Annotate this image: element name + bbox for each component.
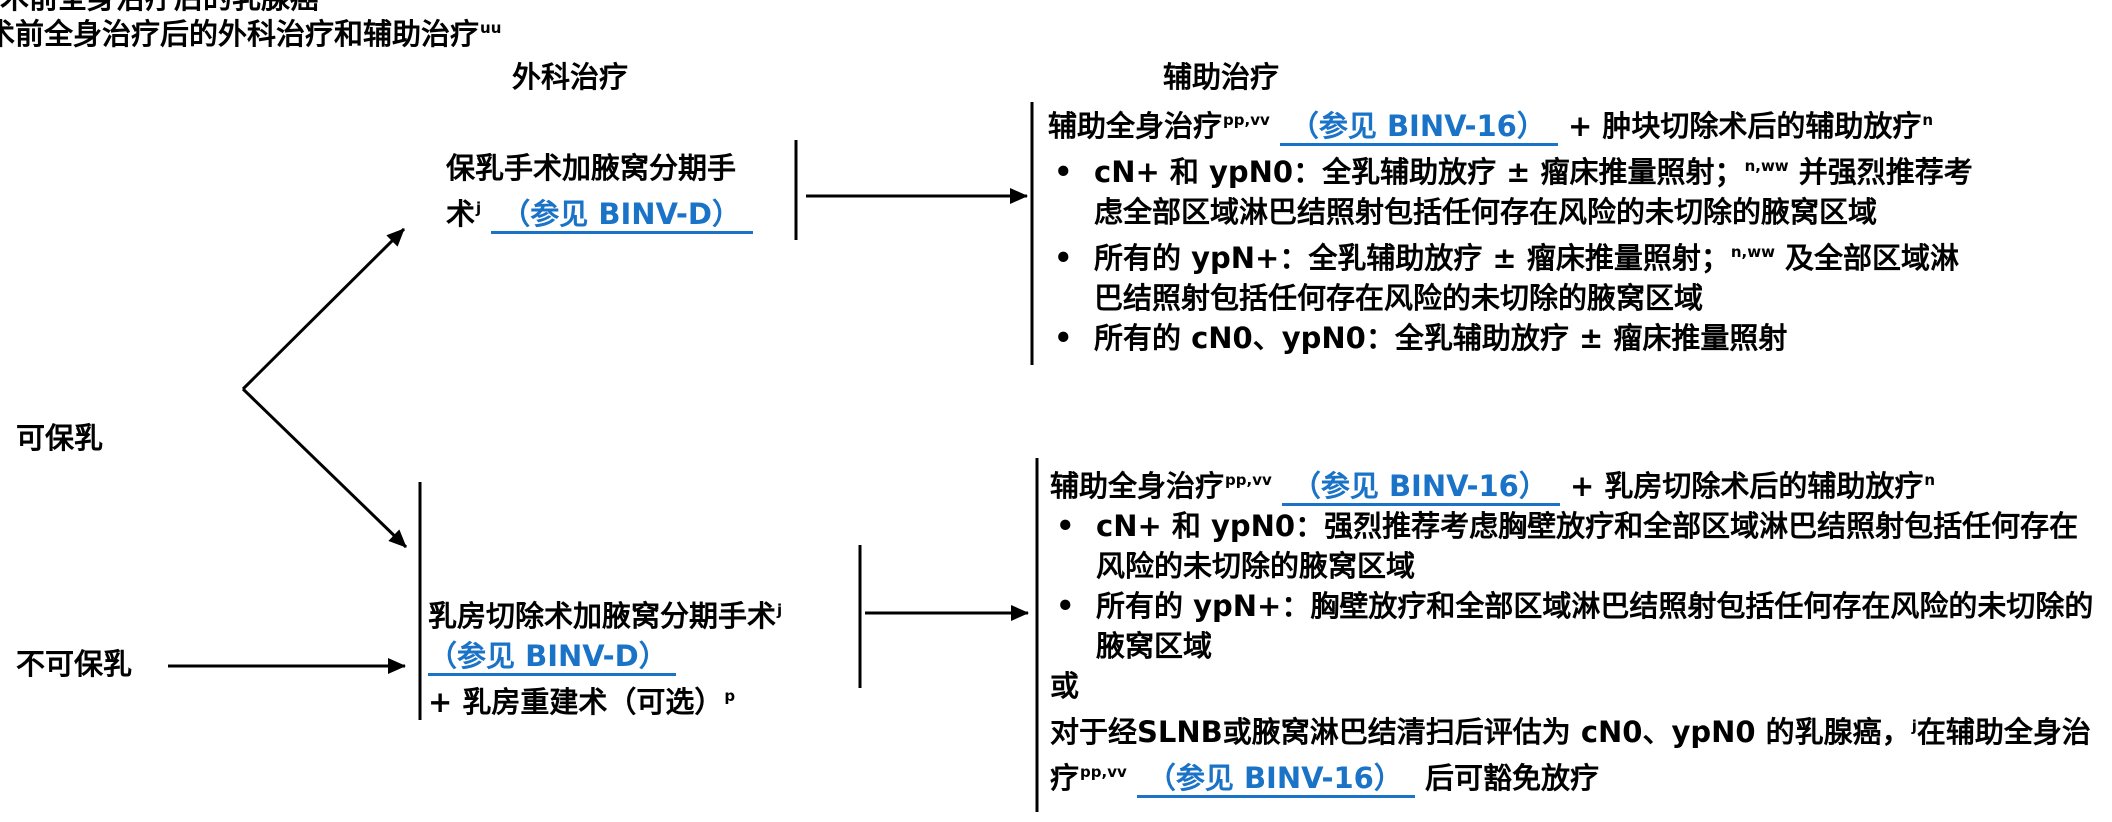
cut-off-heading: 术前全身治疗后的乳腺癌 xyxy=(0,0,319,18)
adjuvant-upper-heading-post-footnote: n xyxy=(1922,111,1934,129)
surgery-bcs-line2: 术j （参见 BINV-D） xyxy=(446,188,753,234)
adjuvant-lower-omit-line1: 对于经SLNB或腋窝淋巴结清扫后评估为 cN0、ypN0 的乳腺癌，j在辅助全身… xyxy=(1050,706,2093,752)
adjuvant-lower-bullet-1: • cN+ 和 ypN0：强烈推荐考虑胸壁放疗和全部区域淋巴结照射包括任何存在 xyxy=(1050,506,2093,546)
adjuvant-upper-bullet-1-cont: 虑全部区域淋巴结照射包括任何存在风险的未切除的腋窝区域 xyxy=(1094,195,1878,229)
adjuvant-lower-heading-post: + 乳房切除术后的辅助放疗 xyxy=(1569,469,1924,503)
surgery-mastectomy-line2: （参见 BINV-D） xyxy=(428,636,782,676)
adjuvant-lower: 辅助全身治疗pp,vv （参见 BINV-16） + 乳房切除术后的辅助放疗n … xyxy=(1050,460,2093,798)
bullet-2-text: 所有的 ypN+：全乳辅助放疗 ± 瘤床推量照射； xyxy=(1094,241,1730,275)
adjuvant-upper-heading-text: 辅助全身治疗 xyxy=(1048,109,1223,143)
adjuvant-lower-bullet-2: • 所有的 ypN+：胸壁放疗和全部区域淋巴结照射包括任何存在风险的未切除的 xyxy=(1050,586,2093,626)
bullet-2-footnote: n,ww xyxy=(1730,243,1775,261)
bullet-1-post: 并强烈推荐考 xyxy=(1798,155,1973,189)
adjuvant-upper-bullet-3: • 所有的 cN0、ypN0：全乳辅助放疗 ± 瘤床推量照射 xyxy=(1048,318,1973,358)
surgery-bcs-line2-text: 术 xyxy=(446,197,476,231)
adjuvant-lower-heading: 辅助全身治疗pp,vv （参见 BINV-16） + 乳房切除术后的辅助放疗n xyxy=(1050,460,2093,506)
adjuvant-lower-bullet-2-cont: 腋窝区域 xyxy=(1096,629,1213,663)
arrow-to-bcs xyxy=(241,227,406,391)
surgery-mastectomy-line3-text: + 乳房重建术（可选） xyxy=(428,685,724,719)
link-binv-d-bcs[interactable]: （参见 BINV-D） xyxy=(491,197,753,234)
page-title-text: 术前全身治疗后的外科治疗和辅助治疗 xyxy=(0,17,480,51)
omit-line1-footnote: j xyxy=(1911,717,1917,735)
adjuvant-lower-or: 或 xyxy=(1050,669,1080,703)
entry-not-breast-conserving: 不可保乳 xyxy=(16,647,133,681)
adjuvant-upper-bullet-2: • 所有的 ypN+：全乳辅助放疗 ± 瘤床推量照射；n,ww 及全部区域淋 xyxy=(1048,232,1973,278)
bullet-1-footnote: n,ww xyxy=(1744,157,1789,175)
adjuvant-lower-omit-line2: 疗pp,vv （参见 BINV-16） 后可豁免放疗 xyxy=(1050,752,2093,798)
surgery-bcs: 保乳手术加腋窝分期手 术j （参见 BINV-D） xyxy=(446,148,753,234)
surgery-mastectomy-line3-footnote: p xyxy=(724,687,736,705)
adjuvant-lower-heading-footnote: pp,vv xyxy=(1225,471,1272,489)
bullet-icon: • xyxy=(1054,241,1073,275)
bullet-icon: • xyxy=(1056,589,1075,623)
omit-line1-post: 在辅助全身治 xyxy=(1916,715,2091,749)
omit-line2-text: 疗 xyxy=(1050,761,1080,795)
column-header-adjuvant: 辅助治疗 xyxy=(1163,60,1280,94)
adjuvant-upper: 辅助全身治疗pp,vv （参见 BINV-16） + 肿块切除术后的辅助放疗n … xyxy=(1048,100,1973,358)
adjuvant-lower-heading-text: 辅助全身治疗 xyxy=(1050,469,1225,503)
surgery-mastectomy-line1: 乳房切除术加腋窝分期手术j xyxy=(428,590,782,636)
omit-line2-post: 后可豁免放疗 xyxy=(1424,761,1599,795)
link-binv-d-mastectomy[interactable]: （参见 BINV-D） xyxy=(428,639,676,676)
arrow-to-mastectomy xyxy=(241,387,408,549)
adjuvant-lower-bullet-1-cont: 风险的未切除的腋窝区域 xyxy=(1096,549,1416,583)
surgery-bcs-footnote: j xyxy=(476,199,482,217)
surgery-mastectomy-line1-text: 乳房切除术加腋窝分期手术 xyxy=(428,599,777,633)
bullet-3-text: 所有的 cN0、ypN0：全乳辅助放疗 ± 瘤床推量照射 xyxy=(1094,321,1788,355)
page-title: 术前全身治疗后的外科治疗和辅助治疗uu xyxy=(0,8,501,54)
title-footnote: uu xyxy=(480,19,502,37)
link-binv-16-omit[interactable]: （参见 BINV-16） xyxy=(1136,761,1415,798)
surgery-mastectomy: 乳房切除术加腋窝分期手术j （参见 BINV-D） + 乳房重建术（可选）p xyxy=(428,590,782,722)
link-binv-16-upper[interactable]: （参见 BINV-16） xyxy=(1279,109,1558,146)
bullet-2-post: 及全部区域淋 xyxy=(1785,241,1960,275)
link-binv-16-lower[interactable]: （参见 BINV-16） xyxy=(1281,469,1560,506)
column-header-surgery: 外科治疗 xyxy=(512,60,629,94)
adjuvant-upper-bullet-1: • cN+ 和 ypN0：全乳辅助放疗 ± 瘤床推量照射；n,ww 并强烈推荐考 xyxy=(1048,146,1973,192)
entry-breast-conserving: 可保乳 xyxy=(16,421,104,455)
omit-line1-text: 对于经SLNB或腋窝淋巴结清扫后评估为 cN0、ypN0 的乳腺癌， xyxy=(1050,715,1911,749)
lower-bullet-1-text: cN+ 和 ypN0：强烈推荐考虑胸壁放疗和全部区域淋巴结照射包括任何存在 xyxy=(1096,509,2079,543)
bullet-1-text: cN+ 和 ypN0：全乳辅助放疗 ± 瘤床推量照射； xyxy=(1094,155,1744,189)
bullet-icon: • xyxy=(1054,321,1073,355)
adjuvant-lower-heading-post-footnote: n xyxy=(1924,471,1936,489)
adjuvant-upper-bullet-2-cont: 巴结照射包括任何存在风险的未切除的腋窝区域 xyxy=(1094,281,1704,315)
surgery-mastectomy-footnote: j xyxy=(777,601,783,619)
adjuvant-upper-heading: 辅助全身治疗pp,vv （参见 BINV-16） + 肿块切除术后的辅助放疗n xyxy=(1048,100,1973,146)
adjuvant-upper-heading-post: + 肿块切除术后的辅助放疗 xyxy=(1567,109,1922,143)
lower-bullet-2-text: 所有的 ypN+：胸壁放疗和全部区域淋巴结照射包括任何存在风险的未切除的 xyxy=(1096,589,2094,623)
bullet-icon: • xyxy=(1054,155,1073,189)
adjuvant-upper-heading-footnote: pp,vv xyxy=(1223,111,1270,129)
surgery-bcs-line1: 保乳手术加腋窝分期手 xyxy=(446,151,737,185)
bullet-icon: • xyxy=(1056,509,1075,543)
omit-line2-footnote: pp,vv xyxy=(1080,763,1127,781)
surgery-mastectomy-line3: + 乳房重建术（可选）p xyxy=(428,676,782,722)
